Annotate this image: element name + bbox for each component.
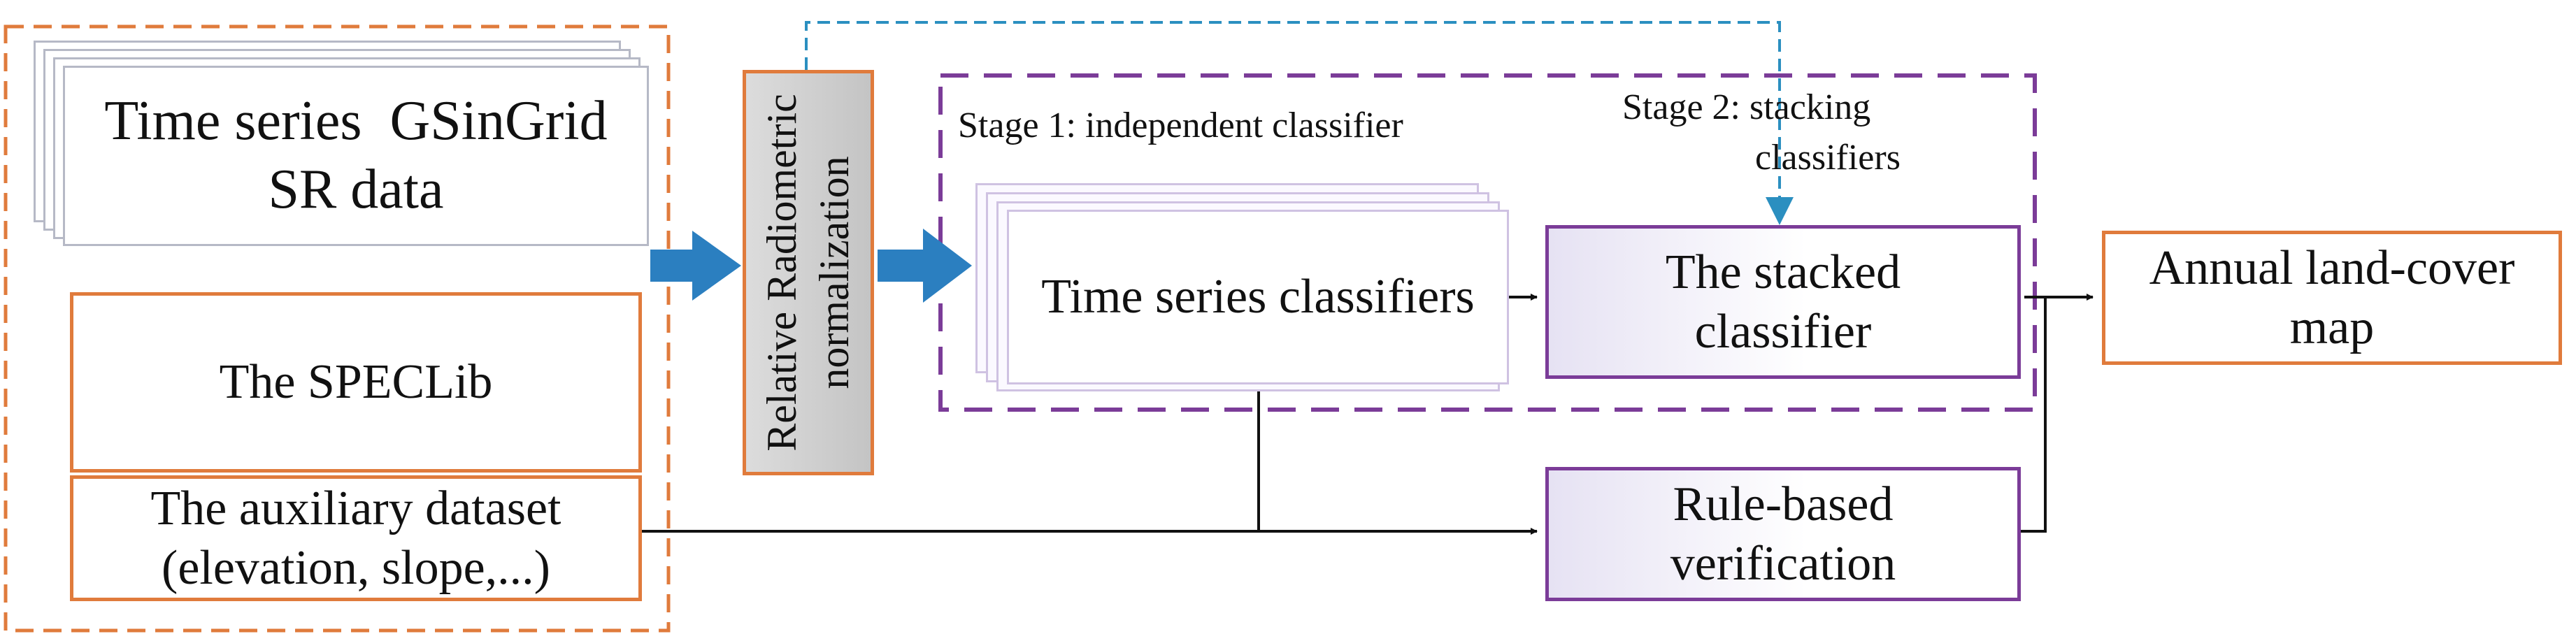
time-series-data-box: Time series GSinGrid SR data	[63, 66, 649, 246]
stage1-label: Stage 1: independent classifier	[958, 106, 1403, 145]
output-line1: Annual land-cover	[2149, 240, 2515, 295]
stacked-line2: classifier	[1694, 305, 1872, 359]
stacked-line1: The stacked	[1665, 245, 1901, 299]
speclib-label: The SPECLib	[219, 355, 493, 410]
normalization-to-classifiers-arrow	[878, 229, 972, 303]
input-group-dashed-frame	[3, 24, 671, 633]
auxiliary-line2: (elevation, slope,...)	[162, 541, 550, 595]
normalization-box: Relative Radiometric normalization	[743, 70, 874, 475]
time-series-line2: SR data	[268, 159, 444, 220]
normalization-line2: normalization	[811, 156, 857, 389]
time-series-classifiers-label: Time series classifiers	[1041, 270, 1475, 324]
auxiliary-line1: The auxiliary dataset	[150, 481, 561, 535]
time-series-line1: Time series GSinGrid	[104, 90, 608, 152]
stage2-line1: Stage 2: stacking	[1622, 87, 1871, 127]
stage2-line2: classifiers	[1755, 138, 1901, 178]
output-map-box: Annual land-cover map	[2102, 231, 2562, 365]
stacked-classifier-box: The stacked classifier	[1545, 225, 2021, 379]
rule-to-output-connector	[2017, 297, 2047, 533]
auxiliary-dataset-box: The auxiliary dataset (elevation, slope,…	[70, 475, 642, 601]
output-line2: map	[2289, 301, 2375, 354]
normalization-line1: Relative Radiometric	[759, 94, 805, 452]
rule-line2: verification	[1670, 537, 1896, 591]
normalization-to-stacked-dashed-arrow	[805, 21, 1794, 225]
time-series-classifiers-box: Time series classifiers	[1007, 210, 1509, 384]
inputs-to-normalization-arrow	[650, 231, 741, 301]
speclib-box: The SPECLib	[70, 292, 642, 473]
rule-based-verification-box: Rule-based verification	[1545, 467, 2021, 601]
rule-line1: Rule-based	[1673, 477, 1894, 531]
